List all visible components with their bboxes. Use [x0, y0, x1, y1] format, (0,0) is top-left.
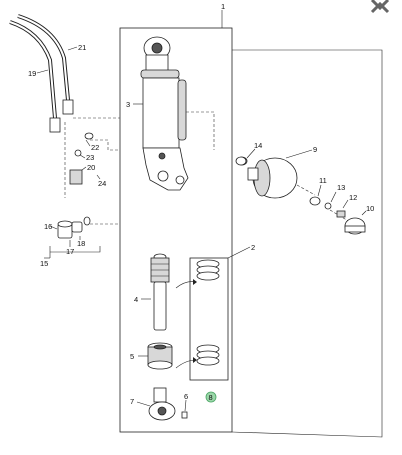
hydraulic-cylinder[interactable] [140, 36, 189, 191]
callout-1: 1 [221, 2, 225, 11]
frame-kit-2 [189, 257, 229, 381]
callout-6: 6 [184, 392, 188, 401]
o-ring-22[interactable] [84, 132, 94, 140]
callout-4: 4 [134, 295, 138, 304]
o-ring-18[interactable] [83, 216, 91, 226]
rod-eye[interactable] [148, 387, 176, 421]
callout-14: 14 [254, 141, 262, 150]
leader-19 [36, 69, 49, 74]
callout-24: 24 [98, 179, 106, 188]
callout-10: 10 [366, 204, 374, 213]
leader-22 [85, 139, 91, 147]
callout-23: 23 [86, 153, 94, 162]
leader-14 [246, 148, 256, 159]
callout-21: 21 [78, 43, 86, 52]
callout-3: 3 [126, 100, 130, 109]
callout-13: 13 [337, 183, 345, 192]
leader-6 [184, 399, 187, 412]
leader-9 [285, 149, 313, 159]
leader-2 [227, 246, 251, 259]
frame-assembly-1 [119, 27, 233, 433]
gland-nut[interactable] [147, 342, 173, 370]
leader-21 [67, 46, 78, 51]
dash-link-cyl [186, 111, 215, 150]
leader-11 [317, 184, 322, 197]
callout-9: 9 [313, 145, 317, 154]
hose-21[interactable] [17, 14, 70, 101]
callout-12: 12 [349, 193, 357, 202]
dash-link-9 [296, 184, 316, 196]
frame-outline-1 [231, 49, 383, 438]
accumulator[interactable] [236, 156, 298, 199]
hose-end-19 [49, 117, 61, 133]
fitting-12[interactable] [336, 210, 346, 218]
arrow-head-lower [193, 357, 197, 363]
callout-8: 8 [209, 393, 213, 402]
leader-13 [330, 191, 337, 203]
o-ring-23[interactable] [74, 149, 82, 157]
callout-18: 18 [77, 239, 85, 248]
leader-7 [136, 401, 151, 407]
callout-7: 7 [130, 397, 134, 406]
elbow-fitting[interactable] [57, 220, 83, 239]
hose-19[interactable] [9, 20, 57, 119]
callout-20: 20 [87, 163, 95, 172]
callout-11: 11 [319, 176, 327, 185]
hose-end-21 [62, 99, 74, 115]
leader-23 [79, 154, 86, 159]
o-ring-13[interactable] [324, 202, 332, 210]
fitting-20[interactable] [69, 169, 83, 185]
callout-22: 22 [91, 143, 99, 152]
o-ring-11[interactable] [309, 196, 321, 206]
cap-10[interactable] [344, 217, 366, 235]
callout-17: 17 [66, 247, 74, 256]
callout-16: 16 [44, 222, 52, 231]
callout-15: 15 [40, 259, 48, 268]
leader-24 [96, 174, 101, 180]
seal-kit-lower[interactable] [196, 344, 220, 366]
piston-rod[interactable] [150, 253, 170, 331]
leader-16 [49, 225, 58, 230]
leader-12 [342, 199, 349, 209]
o-ring-14[interactable] [235, 156, 247, 166]
grease-fitting[interactable] [181, 411, 188, 419]
bracket-15 [49, 246, 101, 258]
dash-link-hoses [64, 117, 120, 198]
close-x-icon[interactable] [370, 0, 390, 14]
leader-10 [361, 210, 367, 216]
callout-2: 2 [251, 243, 255, 252]
callout-19: 19 [28, 69, 36, 78]
seal-kit-upper[interactable] [196, 259, 220, 281]
arrow-head-upper [193, 279, 197, 285]
callout-5: 5 [130, 352, 134, 361]
callout-8-highlight[interactable] [205, 391, 217, 403]
leader-20 [81, 166, 87, 171]
